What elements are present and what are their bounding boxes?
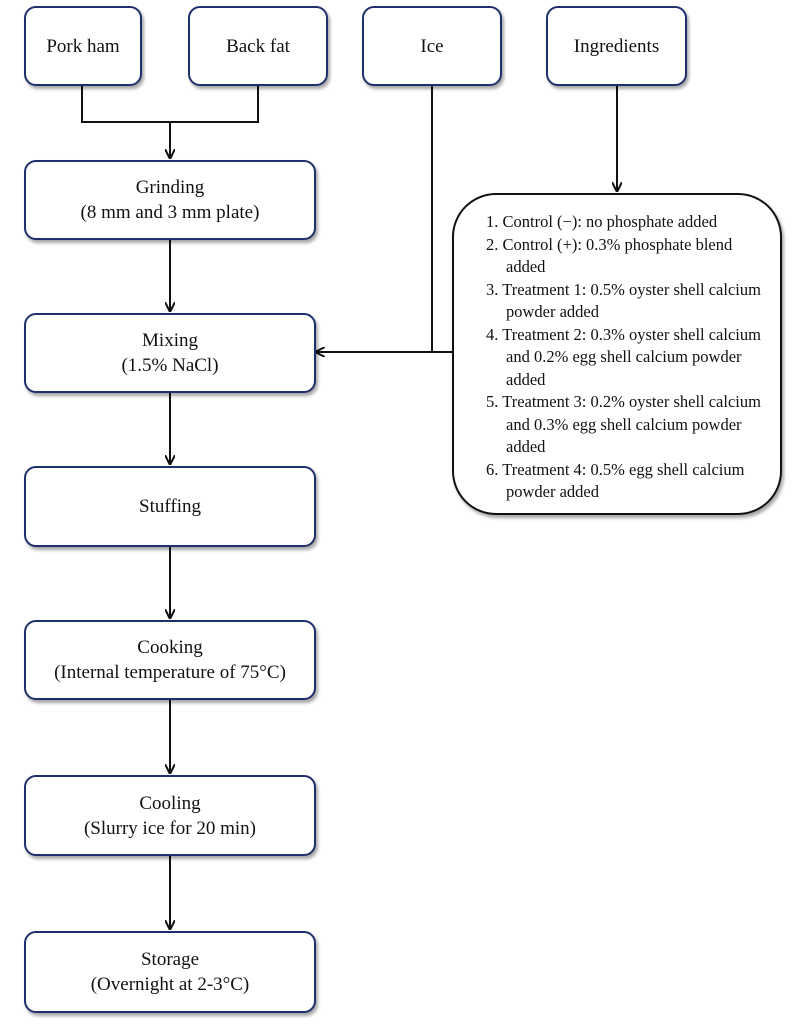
storage-title: Storage: [140, 949, 200, 970]
mixing-box: Mixing (1.5% NaCl): [24, 313, 316, 393]
treatment-item-5: 5. Treatment 3: 0.2% oyster shell calciu…: [486, 392, 761, 456]
ice-box: Ice: [362, 6, 502, 86]
treatment-item-1: 1. Control (−): no phosphate added: [486, 212, 718, 231]
treatment-item-3: 3. Treatment 1: 0.5% oyster shell calciu…: [486, 279, 761, 322]
stuffing-title: Stuffing: [139, 496, 201, 517]
treatment-item-2: 2. Control (+): 0.3% phosphate blend add…: [486, 234, 733, 277]
ice-label: Ice: [420, 35, 444, 57]
merge-connector: [81, 86, 259, 123]
back-fat-box: Back fat: [188, 6, 328, 86]
grinding-detail: (8 mm and 3 mm plate): [80, 202, 260, 223]
treatment-item-6: 6. Treatment 4: 0.5% egg shell calcium p…: [486, 459, 745, 502]
storage-box: Storage (Overnight at 2-3°C): [24, 931, 316, 1013]
mixing-title: Mixing: [142, 330, 198, 351]
grinding-title: Grinding: [135, 177, 205, 198]
cooling-box: Cooling (Slurry ice for 20 min): [24, 775, 316, 856]
stuffing-box: Stuffing: [24, 466, 316, 547]
pork-ham-label: Pork ham: [46, 35, 120, 57]
mixing-detail: (1.5% NaCl): [121, 355, 219, 376]
pork-ham-box: Pork ham: [24, 6, 142, 86]
cooking-box: Cooking (Internal temperature of 75°C): [24, 620, 316, 700]
grinding-box: Grinding (8 mm and 3 mm plate): [24, 160, 316, 240]
cooking-title: Cooking: [137, 637, 203, 658]
cooling-detail: (Slurry ice for 20 min): [83, 817, 256, 839]
treatment-item-4: 4. Treatment 2: 0.3% oyster shell calciu…: [486, 324, 761, 389]
ingredients-box: Ingredients: [546, 6, 687, 86]
treatments-box: 1. Control (−): no phosphate added 2. Co…: [452, 193, 782, 515]
ingredients-label: Ingredients: [573, 35, 660, 57]
back-fat-label: Back fat: [226, 35, 290, 57]
cooking-detail: (Internal temperature of 75°C): [54, 662, 286, 683]
storage-detail: (Overnight at 2-3°C): [90, 974, 250, 995]
cooling-title: Cooling: [139, 792, 201, 814]
